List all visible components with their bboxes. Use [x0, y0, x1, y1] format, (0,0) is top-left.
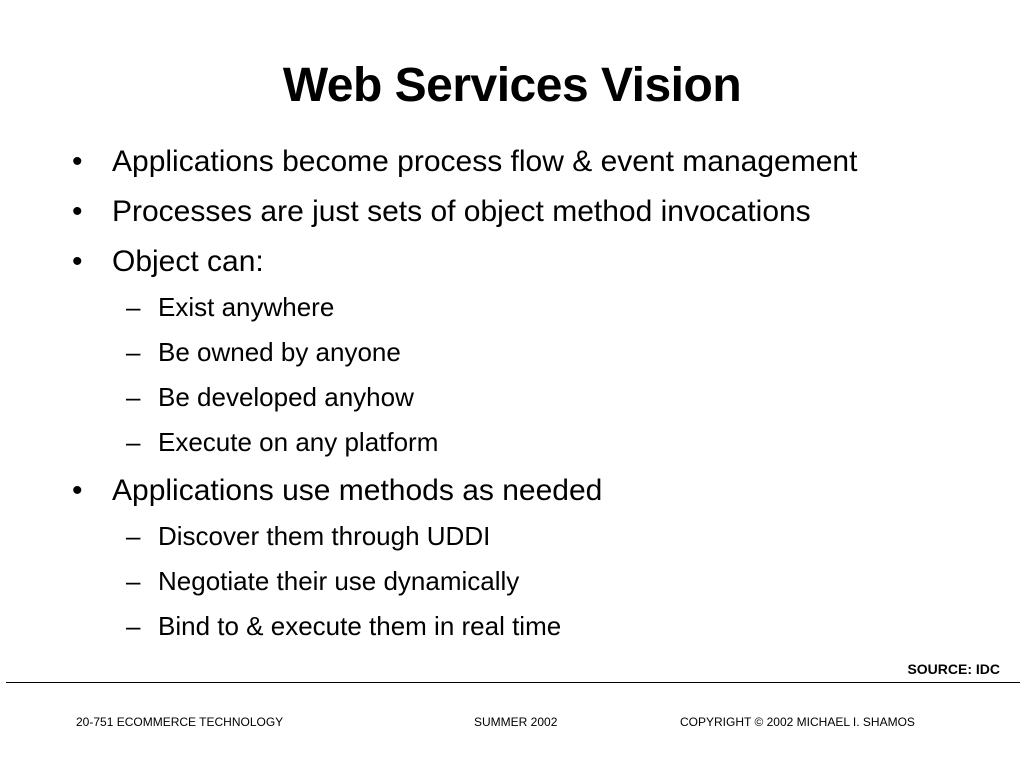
- bullet-marker: •: [72, 195, 83, 228]
- bullet-text: Object can:: [112, 245, 264, 278]
- footer-course: 20-751 ECOMMERCE TECHNOLOGY: [76, 715, 284, 729]
- sub-bullet-text: Discover them through UDDI: [158, 521, 491, 551]
- footer-copyright: COPYRIGHT © 2002 MICHAEL I. SHAMOS: [680, 715, 915, 729]
- dash-marker: –: [126, 382, 141, 412]
- footer-term: SUMMER 2002: [474, 715, 558, 729]
- dash-marker: –: [126, 337, 141, 367]
- bullet-marker: •: [72, 145, 83, 178]
- sub-bullet-text: Bind to & execute them in real time: [158, 611, 562, 641]
- sub-bullet-text: Be owned by anyone: [158, 337, 401, 367]
- dash-marker: –: [126, 427, 141, 457]
- dash-marker: –: [126, 292, 141, 322]
- bullet-text: Applications use methods as needed: [112, 474, 603, 507]
- dash-marker: –: [126, 611, 141, 641]
- dash-marker: –: [126, 521, 141, 551]
- sub-bullet-text: Negotiate their use dynamically: [158, 566, 520, 596]
- bullet-text: Applications become process flow & event…: [112, 145, 858, 178]
- sub-bullet-text: Exist anywhere: [158, 292, 335, 322]
- sub-bullet-text: Be developed anyhow: [158, 382, 414, 412]
- slide-title: Web Services Vision: [282, 59, 742, 112]
- sub-bullet-text: Execute on any platform: [158, 427, 439, 457]
- footer-divider: [6, 682, 1020, 683]
- dash-marker: –: [126, 566, 141, 596]
- bullet-text: Processes are just sets of object method…: [112, 195, 811, 228]
- bullet-marker: •: [72, 474, 83, 507]
- bullet-marker: •: [72, 245, 83, 278]
- source-citation: SOURCE: IDC: [907, 661, 1000, 677]
